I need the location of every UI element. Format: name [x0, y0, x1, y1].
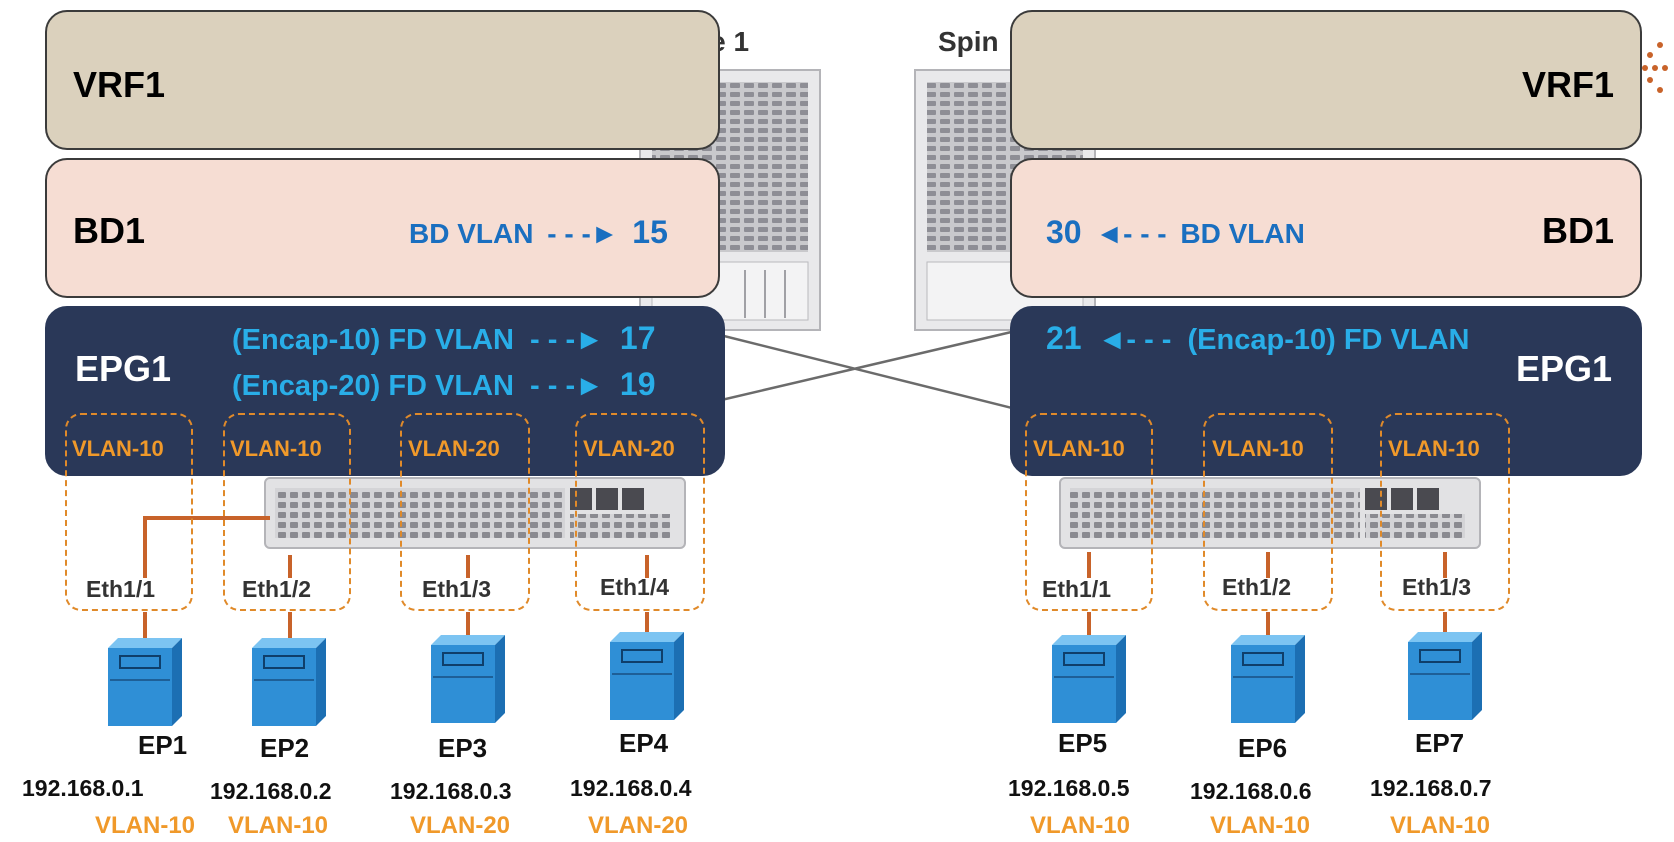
- right-port-3-vlan: VLAN-10: [1388, 436, 1480, 461]
- right-port-2-box: [1203, 413, 1333, 611]
- right-port-2-vlan: VLAN-10: [1212, 436, 1304, 461]
- right-arrow-icon: - - -►: [530, 370, 604, 402]
- left-arrow-icon: ◄- - -: [1097, 324, 1172, 356]
- ep7-ip: 192.168.0.7: [1370, 775, 1492, 801]
- ep4-name: EP4: [619, 728, 669, 758]
- ep3-name: EP3: [438, 733, 488, 763]
- left-port-3-vlan: VLAN-20: [408, 436, 500, 461]
- right-arrow-icon: - - -►: [530, 324, 604, 356]
- right-port-1-box: [1025, 413, 1153, 611]
- server-icon: [1408, 632, 1482, 720]
- ep6-ip: 192.168.0.6: [1190, 778, 1312, 804]
- left-bd-vlan-mapping: BD VLAN - - -► 15: [409, 214, 668, 251]
- network-dots-icon: [1642, 42, 1668, 93]
- left-port-1-eth: Eth1/1: [86, 576, 156, 602]
- ep7-vlan: VLAN-10: [1390, 812, 1491, 839]
- ep2-ip: 192.168.0.2: [210, 778, 332, 804]
- server-icon: [610, 632, 684, 720]
- ep7-name: EP7: [1415, 728, 1465, 758]
- left-port-2-box: [223, 413, 351, 611]
- left-port-2-vlan: VLAN-10: [230, 436, 322, 461]
- right-bd-title: BD1: [1541, 210, 1614, 251]
- ep6-name: EP6: [1238, 733, 1288, 763]
- right-port-1-vlan: VLAN-10: [1033, 436, 1125, 461]
- ep1-name: EP1: [138, 730, 188, 760]
- right-bd-vlan-mapping: 30 ◄- - - BD VLAN: [1046, 214, 1305, 251]
- right-port-3-box: [1380, 413, 1510, 611]
- right-port-3-eth: Eth1/3: [1402, 574, 1472, 600]
- ep5-ip: 192.168.0.5: [1008, 775, 1130, 801]
- right-port-2-eth: Eth1/2: [1222, 574, 1292, 600]
- right-port-1-eth: Eth1/1: [1042, 576, 1112, 602]
- left-vrf-title: VRF1: [73, 64, 166, 105]
- server-icon: [431, 635, 505, 723]
- ep4-ip: 192.168.0.4: [570, 775, 692, 801]
- ep2-vlan: VLAN-10: [228, 812, 329, 839]
- ep1-ip: 192.168.0.1: [22, 775, 144, 801]
- ep4-vlan: VLAN-20: [588, 812, 689, 839]
- server-icon: [1052, 635, 1126, 723]
- leaf-2-switch: [1059, 477, 1481, 549]
- server-icon: [108, 638, 182, 726]
- server-icon: [252, 638, 326, 726]
- left-port-4-eth: Eth1/4: [600, 574, 670, 600]
- right-fd-vlan-row-1: 21 ◄- - - (Encap-10) FD VLAN: [1046, 320, 1470, 356]
- bd-vlan-label: BD VLAN: [1180, 218, 1305, 249]
- left-epg-panel: EPG1 (Encap-10) FD VLAN - - -► 17 (Encap…: [45, 306, 725, 476]
- left-arrow-icon: ◄- - -: [1095, 218, 1167, 249]
- right-bd-panel: 30 ◄- - - BD VLAN BD1: [1010, 158, 1642, 298]
- right-arrow-icon: - - -►: [547, 218, 619, 249]
- ep1-vlan: VLAN-10: [95, 812, 196, 839]
- ep5-vlan: VLAN-10: [1030, 812, 1131, 839]
- left-port-1-box: [65, 413, 193, 611]
- bd-vlan-label: BD VLAN: [409, 218, 534, 249]
- left-port-3-box: [400, 413, 530, 611]
- ep2-name: EP2: [260, 733, 310, 763]
- right-vrf-panel: VRF1: [1010, 10, 1642, 150]
- left-port-4-box: [575, 413, 705, 611]
- server-icon: [1231, 635, 1305, 723]
- left-port-3-eth: Eth1/3: [422, 576, 492, 602]
- left-port-2-eth: Eth1/2: [242, 576, 312, 602]
- ep3-ip: 192.168.0.3: [390, 778, 512, 804]
- left-epg-title: EPG1: [75, 348, 172, 389]
- right-vrf-title: VRF1: [1521, 64, 1614, 105]
- left-vrf-panel: VRF1: [45, 10, 720, 150]
- ep5-name: EP5: [1058, 728, 1108, 758]
- uplink-line: [699, 328, 1021, 407]
- bd-vlan-value: 30: [1046, 214, 1082, 250]
- ep3-vlan: VLAN-20: [410, 812, 511, 839]
- uplink-line: [699, 328, 1021, 412]
- spine-2-label: Spin: [938, 26, 999, 57]
- right-epg-panel: 21 ◄- - - (Encap-10) FD VLAN EPG1: [1010, 306, 1642, 476]
- left-port-1-vlan: VLAN-10: [72, 436, 164, 461]
- leaf-1-switch: [264, 477, 686, 549]
- left-fd-vlan-row-2: (Encap-20) FD VLAN - - -► 19: [232, 366, 656, 402]
- right-epg-title: EPG1: [1515, 348, 1612, 389]
- left-bd-title: BD1: [73, 210, 146, 251]
- ep6-vlan: VLAN-10: [1210, 812, 1311, 839]
- bd-vlan-value: 15: [632, 214, 668, 250]
- left-bd-panel: BD1 BD VLAN - - -► 15: [45, 158, 720, 298]
- left-port-4-vlan: VLAN-20: [583, 436, 675, 461]
- left-fd-vlan-row-1: (Encap-10) FD VLAN - - -► 17: [232, 320, 656, 356]
